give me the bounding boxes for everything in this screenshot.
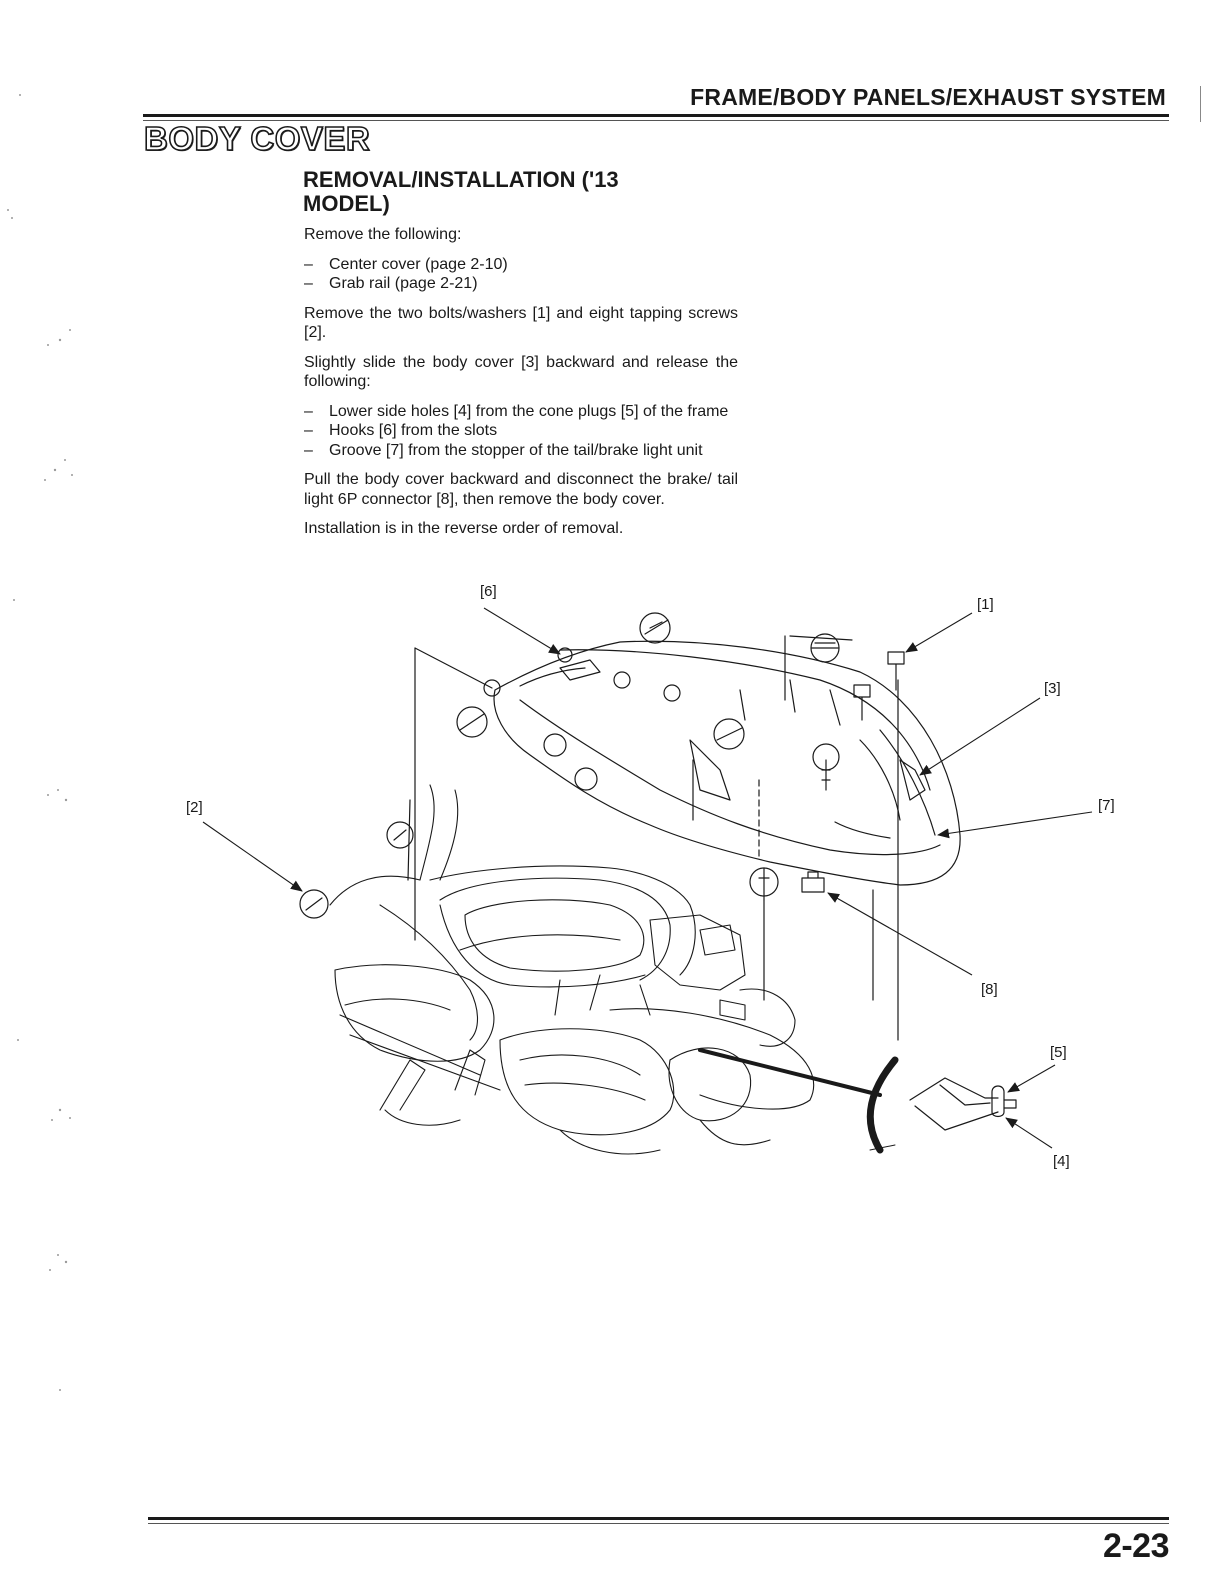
footer-rule — [148, 1517, 1169, 1520]
pull-paragraph: Pull the body cover backward and disconn… — [304, 471, 738, 508]
body-cover-outline — [493, 640, 961, 886]
subtitle: REMOVAL/INSTALLATION ('13 MODEL) — [303, 168, 723, 216]
install-paragraph: Installation is in the reverse order of … — [304, 520, 624, 537]
callout-7: [7] — [1098, 797, 1115, 814]
slide-paragraph: Slightly slide the body cover [3] backwa… — [304, 353, 738, 391]
intro-paragraph: Remove the following: — [304, 226, 462, 243]
footer-rule-thin — [148, 1523, 1169, 1524]
callout-5: [5] — [1050, 1044, 1067, 1061]
list-item: Hooks [6] from the slots — [304, 421, 738, 441]
callout-4: [4] — [1053, 1153, 1070, 1170]
callout-6: [6] — [480, 583, 497, 600]
list-item: Groove [7] from the stopper of the tail/… — [304, 441, 738, 461]
page-title: BODY COVER — [143, 119, 371, 158]
subtitle-line-2: MODEL) — [303, 191, 390, 216]
section-header: FRAME/BODY PANELS/EXHAUST SYSTEM — [690, 84, 1166, 110]
cone-plug-detail — [909, 1077, 1017, 1131]
connector-8p — [801, 871, 825, 893]
header-rule — [143, 114, 1169, 117]
list-item: Grab rail (page 2-21) — [304, 274, 738, 294]
tapping-screws — [299, 612, 840, 919]
list-item: Lower side holes [4] from the cone plugs… — [304, 402, 738, 422]
callout-3: [3] — [1044, 680, 1061, 697]
scan-artifacts — [7, 94, 73, 1391]
remove-list: Center cover (page 2-10) Grab rail (page… — [304, 255, 738, 294]
frame-underbody — [329, 784, 815, 1155]
callout-8: [8] — [981, 981, 998, 998]
page-number: 2-23 — [1102, 1527, 1170, 1565]
subtitle-line-1: REMOVAL/INSTALLATION ('13 — [303, 167, 619, 192]
bolts-washers — [853, 651, 905, 721]
header-rule-thin — [143, 120, 1169, 121]
bolts-paragraph: Remove the two bolts/washers [1] and eig… — [304, 304, 738, 342]
procedure-text: Remove the following: Center cover (page… — [304, 225, 738, 549]
callout-1: [1] — [977, 596, 994, 613]
callout-2: [2] — [186, 799, 203, 816]
release-list: Lower side holes [4] from the cone plugs… — [304, 402, 738, 461]
edge-mark — [1200, 86, 1201, 122]
list-item: Center cover (page 2-10) — [304, 255, 738, 275]
